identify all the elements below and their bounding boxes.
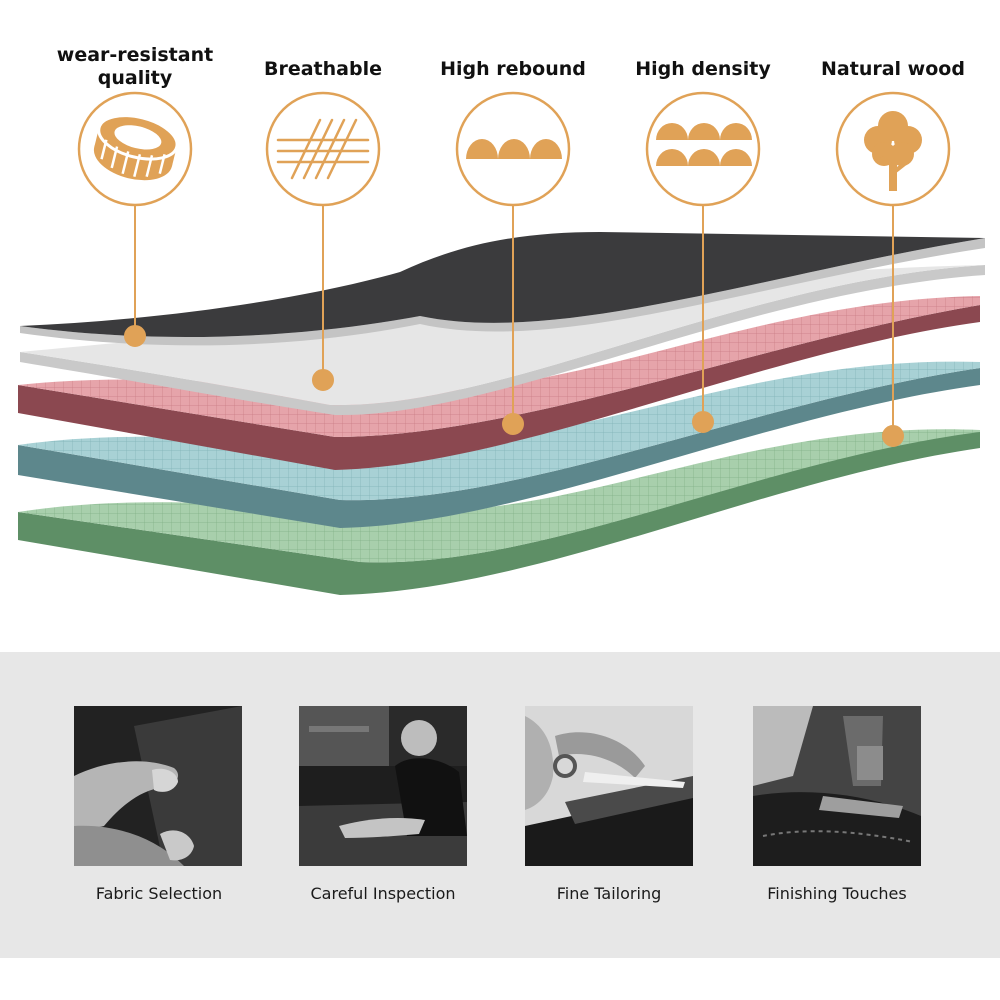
- feature-label-natural-wood: Natural wood: [821, 58, 965, 80]
- tree-icon: [864, 111, 922, 191]
- leader-dot: [312, 369, 334, 391]
- layer-diagram: [18, 91, 985, 595]
- process-step-label: Fabric Selection: [95, 884, 223, 903]
- leader-lines: [124, 205, 904, 447]
- breathable-lines-icon: [276, 118, 370, 180]
- leader-dot: [124, 325, 146, 347]
- green-foam-layer: [18, 429, 980, 595]
- leader-dot: [882, 425, 904, 447]
- photo-hands-holding-leather: [74, 706, 242, 866]
- rebound-bumps-icon: [466, 139, 562, 159]
- leader-dot: [692, 411, 714, 433]
- leader-dot: [502, 413, 524, 435]
- process-step-label: Careful Inspection: [310, 884, 456, 903]
- photo-scissors-cutting-leather: [525, 706, 693, 866]
- feature-label-wear-resistant: wear-resistant quality: [56, 44, 214, 89]
- density-bumps-icon: [656, 123, 752, 166]
- feature-label-high-rebound: High rebound: [440, 58, 586, 80]
- blue-foam-layer: [18, 361, 980, 528]
- white-membrane-layer: [20, 265, 985, 416]
- photo-sewing-machine-stitching: [753, 706, 921, 866]
- photo-craftsman-inspecting-leather: [299, 706, 467, 866]
- feature-label-breathable: Breathable: [264, 58, 382, 80]
- process-step-label: Fine Tailoring: [556, 884, 662, 903]
- feature-label-high-density: High density: [635, 58, 771, 80]
- process-section: Fabric Selection Careful Inspection: [0, 652, 1000, 958]
- wear-ring-icon: [93, 114, 179, 181]
- black-cover-layer: [20, 232, 985, 346]
- process-step-label: Finishing Touches: [767, 884, 907, 903]
